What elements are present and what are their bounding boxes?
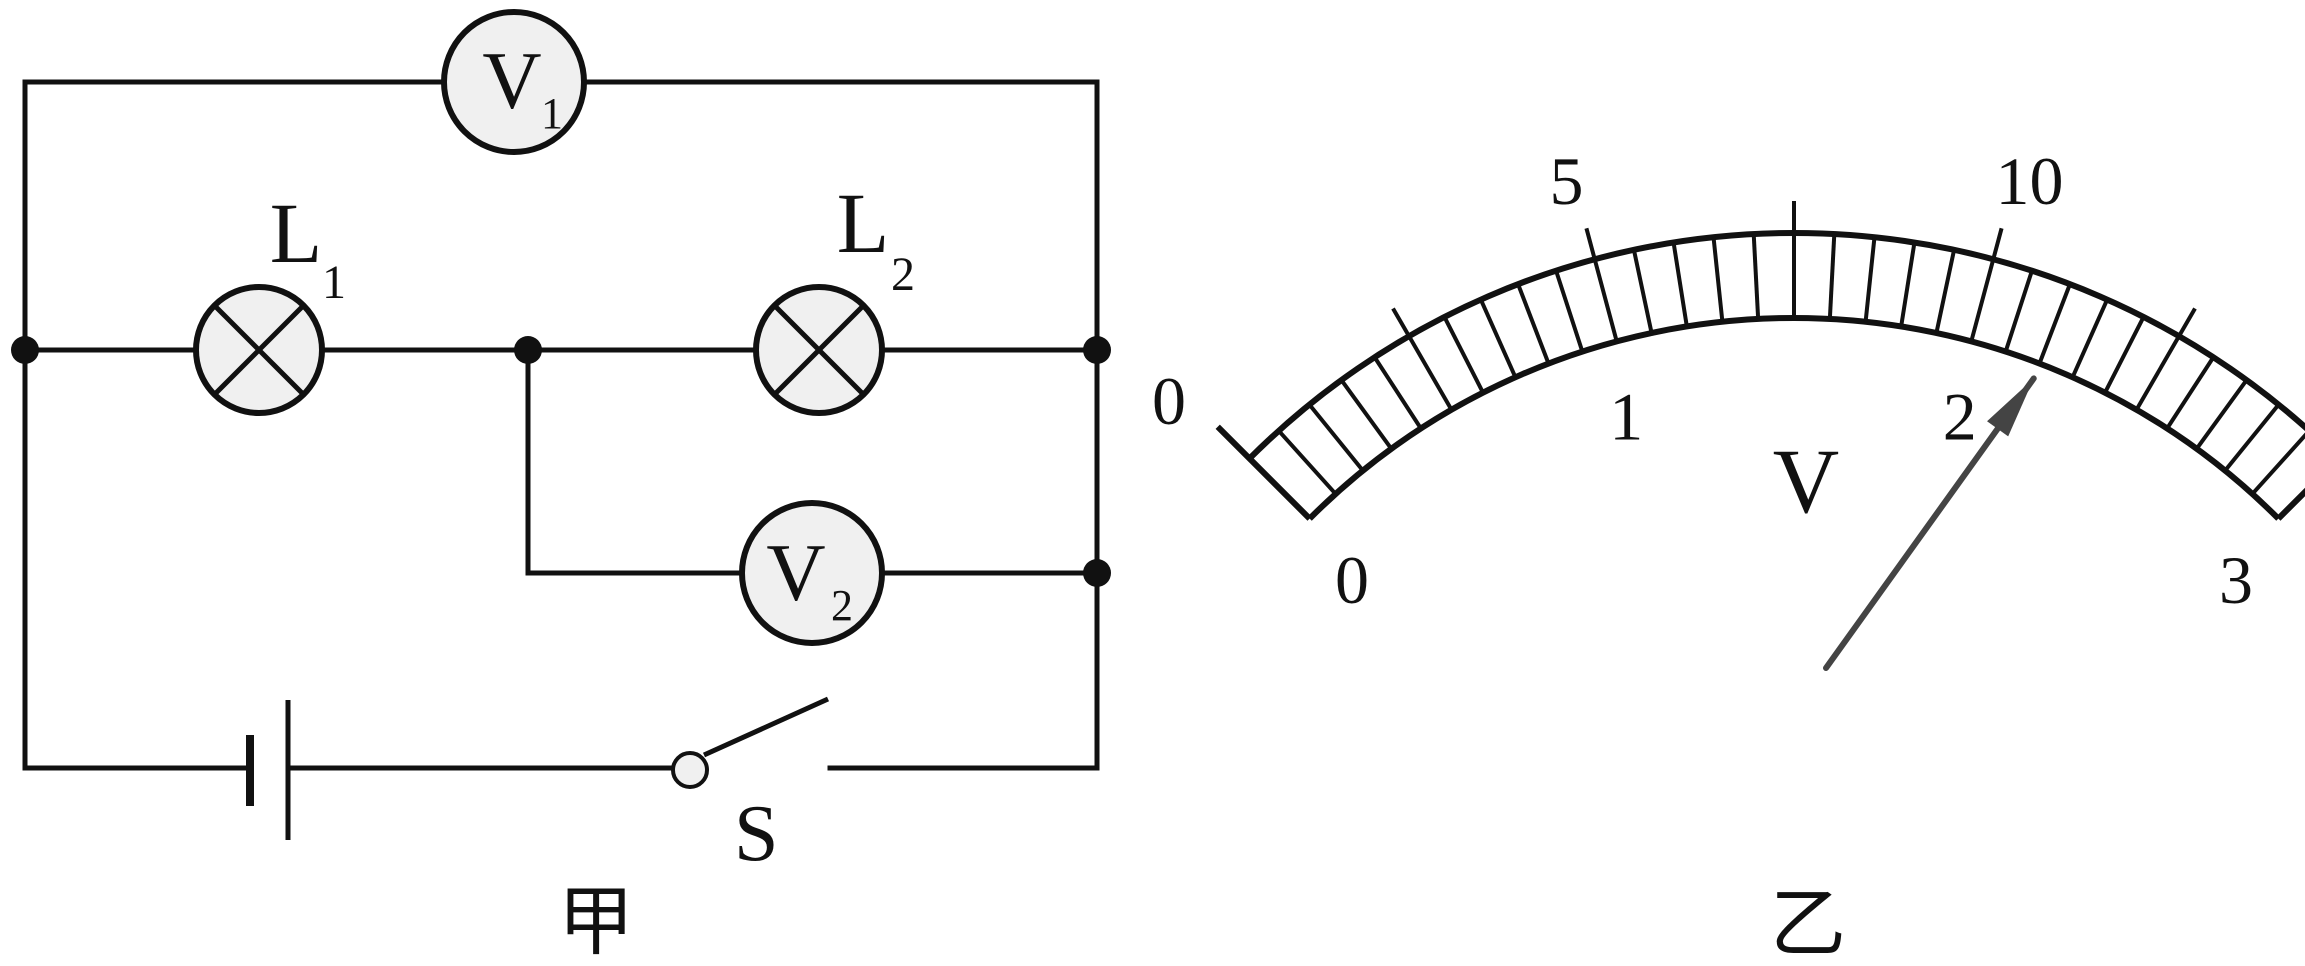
circuit-caption: 甲 [558, 881, 634, 965]
dial-minor-tick [1372, 356, 1423, 430]
voltmeter-v1-sub: 1 [541, 89, 563, 138]
dial-unit-label: V [1773, 430, 1839, 532]
dial-minor-tick [2103, 316, 2146, 394]
dial-minor-tick [1478, 298, 1518, 379]
inner-scale-label-1: 1 [1609, 378, 1643, 454]
dial-minor-tick [1899, 242, 1917, 327]
dial-minor-tick [1442, 316, 1485, 394]
dial-minor-tick [2037, 283, 2072, 365]
outer-scale-label-5: 5 [1550, 143, 1584, 219]
dial-major-tick [2177, 307, 2197, 338]
voltmeter-v1-letter: V [482, 35, 541, 126]
dial-minor-tick [1671, 242, 1689, 327]
dial-major-tick [1584, 227, 1597, 260]
lamp-l1-letter: L [270, 185, 323, 281]
voltmeter-v1: V 1 [441, 9, 587, 155]
battery-symbol [246, 700, 291, 840]
junction-right-lower [1083, 559, 1111, 587]
dial-minor-tick [2003, 270, 2034, 353]
dial-minor-tick [1934, 249, 1957, 334]
dial-right-edge [2276, 487, 2305, 521]
voltmeter-v2-sub: 2 [831, 581, 853, 630]
switch-symbol: S [671, 696, 830, 878]
inner-scale-label-0: 0 [1335, 542, 1369, 618]
outer-scale-label-10: 10 [1995, 143, 2063, 219]
circuit-diagram: S V 1 V 2 L 1 [11, 9, 1111, 965]
dial-minor-ticks [1277, 233, 2305, 496]
junction-right-upper [1083, 336, 1111, 364]
lamp-l2-cross-b [772, 303, 866, 397]
voltmeter-v1-body [441, 9, 587, 155]
inner-scale-label-3: 3 [2219, 542, 2253, 618]
voltmeter-v2-body [739, 500, 885, 646]
dial-minor-tick [1969, 258, 1996, 342]
dial-minor-tick [1751, 233, 1761, 320]
junction-left [11, 336, 39, 364]
voltmeter-v2-letter: V [766, 527, 825, 618]
dial-minor-tick [1711, 237, 1725, 322]
dial-minor-tick [1307, 403, 1365, 472]
dial-minor-tick [2165, 356, 2216, 430]
dial-minor-tick [1592, 258, 1619, 342]
lamp-l1: L 1 [193, 185, 346, 416]
dial-major-tick [1391, 307, 1411, 338]
lamp-l2: L 2 [753, 175, 915, 416]
lamp-l1-cross-b [212, 303, 306, 397]
dial-minor-tick [1516, 283, 1551, 365]
dial-left-edge [1215, 424, 1312, 521]
dial-minor-tick [1339, 378, 1393, 450]
dial-minor-tick [2070, 298, 2110, 379]
switch-pivot [671, 751, 709, 789]
needle-arrowhead [1987, 378, 2034, 437]
dial-minor-tick [1407, 335, 1454, 411]
junction-middle [514, 336, 542, 364]
dial-minor-tick [2195, 378, 2249, 450]
switch-blade [702, 696, 830, 758]
dial-needle [1823, 375, 2037, 671]
dial-minor-tick [2134, 335, 2181, 411]
dial-minor-tick [1554, 270, 1585, 353]
dial-minor-tick [1631, 249, 1654, 334]
dial-minor-tick [1863, 237, 1877, 322]
meter-caption: 乙 [1770, 883, 1846, 966]
lamp-l2-letter: L [837, 175, 890, 271]
dial-outer-arc [1247, 230, 2305, 461]
dial-major-tick [1991, 227, 2004, 260]
switch-label: S [734, 790, 779, 878]
dial-minor-tick [2223, 403, 2281, 472]
lamp-l1-sub: 1 [322, 256, 346, 309]
dial-minor-tick [1827, 233, 1837, 320]
dial-minor-tick [2250, 432, 2305, 496]
voltmeter-dial: 0 5 10 15 0 1 2 3 V 乙 [1152, 143, 2305, 966]
outer-scale-label-0: 0 [1152, 363, 1186, 439]
inner-scale-label-2: 2 [1943, 378, 1977, 454]
dial-minor-tick [1277, 429, 1338, 496]
voltmeter-v2: V 2 [739, 500, 885, 646]
lamp-l2-sub: 2 [891, 248, 915, 301]
dial-major-ticks [1391, 201, 2197, 338]
